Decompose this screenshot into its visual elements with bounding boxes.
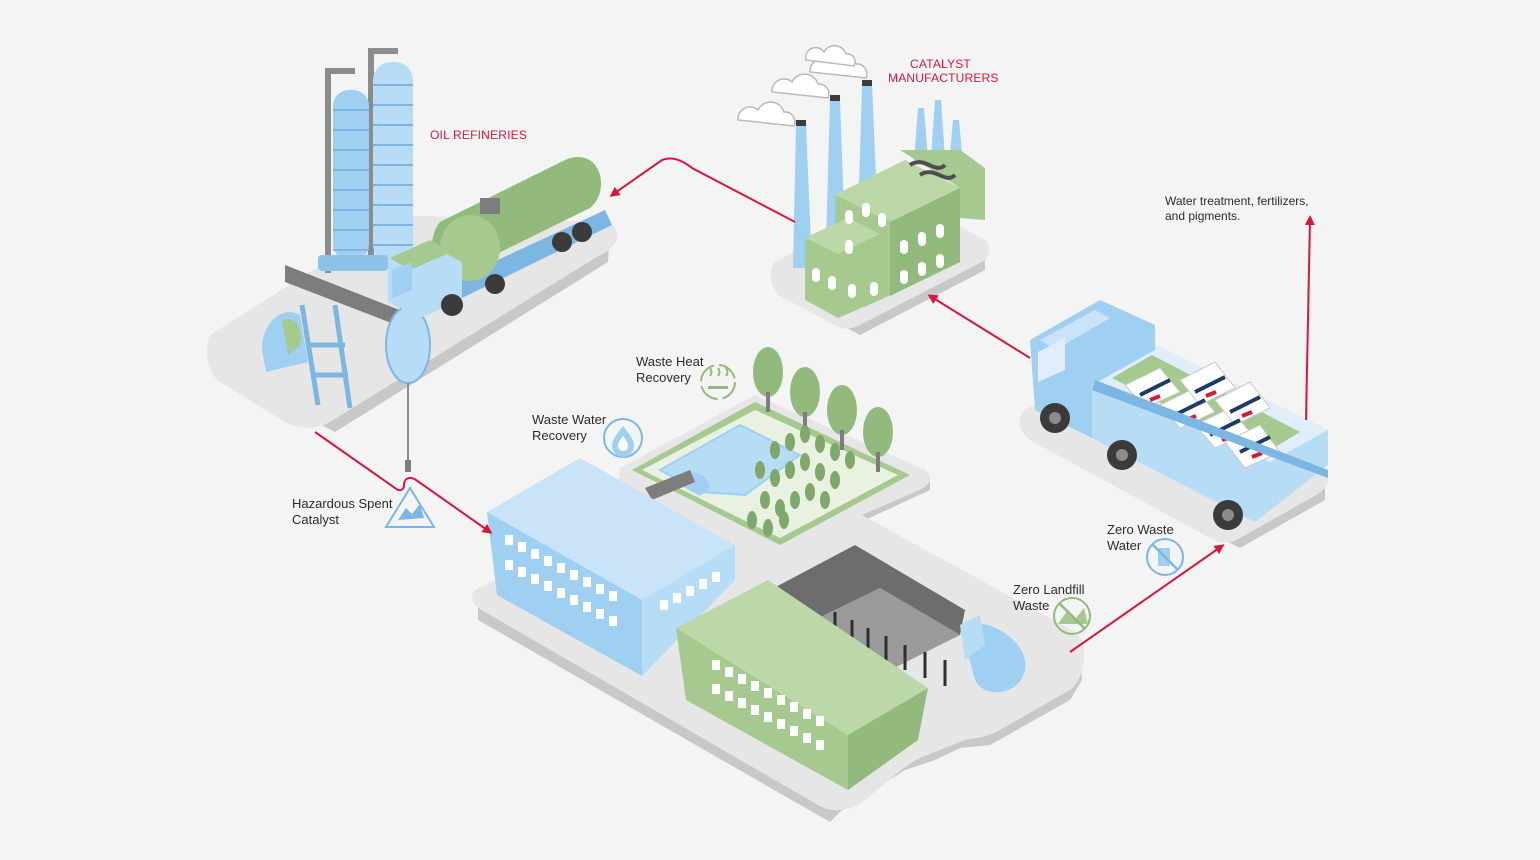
hazard-warning-icon (384, 486, 436, 528)
water-drop-icon (603, 418, 643, 458)
oil-refineries-text: OIL REFINERIES (430, 128, 528, 142)
waste-heat-line-2: Recovery (636, 370, 691, 385)
pump-jack (262, 265, 431, 472)
arrow-factory-to-refinery (609, 157, 796, 223)
smoke-clouds (737, 44, 868, 127)
catalyst-manufacturers-line-2: MANUFACTURERS (888, 71, 999, 85)
water-treatment-line-2: and pigments. (1165, 209, 1241, 223)
zero-landfill-line-2: Waste (1013, 598, 1050, 613)
catalyst-manufacturers-line-1: CATALYST (910, 57, 971, 71)
hazardous-label: Hazardous Spent Catalyst (292, 496, 392, 528)
arrow-truck-to-products (1304, 215, 1315, 421)
no-water-icon (1146, 538, 1184, 576)
green-processing-building (676, 580, 928, 790)
oil-refineries-label: OIL REFINERIES (430, 128, 527, 142)
zero-landfill-label: Zero Landfill Waste (1013, 582, 1085, 614)
tree-grove (747, 347, 893, 537)
zero-waste-water-line-2: Water (1107, 538, 1142, 553)
no-landfill-icon (1053, 597, 1091, 635)
arrow-plant-to-truck (1069, 544, 1225, 653)
waste-heat-label: Waste Heat Recovery (636, 354, 703, 386)
water-treatment-label: Water treatment, fertilizers, and pigmen… (1165, 194, 1309, 224)
catalyst-factory-platform (737, 44, 990, 335)
factory-building (805, 150, 985, 318)
tanker-truck (388, 156, 612, 318)
blue-processing-building (487, 458, 735, 676)
flow-arrows (314, 157, 1315, 653)
dump-truck (1030, 300, 1328, 530)
waste-heat-line-1: Waste Heat (636, 354, 704, 369)
zero-landfill-line-1: Zero Landfill (1013, 582, 1085, 597)
distillation-towers (318, 48, 413, 273)
waste-water-line-2: Recovery (532, 428, 587, 443)
arrow-refinery-to-plant (314, 431, 493, 534)
water-treatment-line-1: Water treatment, fertilizers, (1165, 194, 1309, 208)
zero-waste-water-line-1: Zero Waste (1107, 522, 1174, 537)
catalyst-manufacturers-label: CATALYST MANUFACTURERS (888, 57, 999, 85)
waste-water-label: Waste Water Recovery (532, 412, 606, 444)
zero-waste-water-label: Zero Waste Water (1107, 522, 1174, 554)
recycle-heat-icon (700, 364, 736, 400)
hazardous-line-1: Hazardous Spent (292, 496, 393, 511)
hazardous-line-2: Catalyst (292, 512, 339, 527)
waste-water-line-1: Waste Water (532, 412, 607, 427)
oil-refinery-platform (207, 48, 618, 472)
arrow-truck-to-factory (927, 294, 1031, 359)
